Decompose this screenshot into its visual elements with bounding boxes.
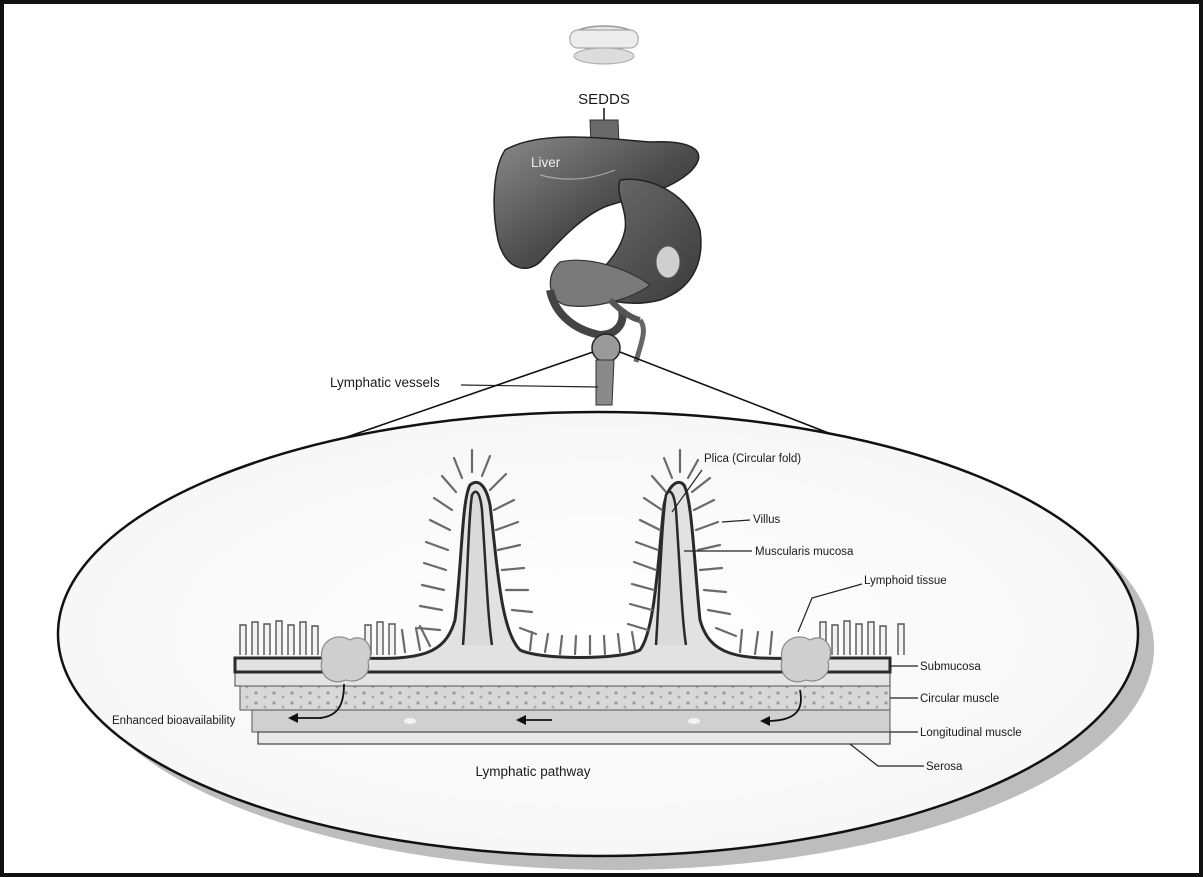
sedds-label: SEDDS — [578, 91, 630, 108]
zoom-oval — [58, 412, 1138, 856]
longitudinal-muscle-label: Longitudinal muscle — [920, 727, 1022, 739]
lymphoid-tissue-label: Lymphoid tissue — [864, 575, 947, 587]
serosa-label: Serosa — [926, 761, 963, 773]
lymphatic-vessels-leader — [461, 385, 598, 387]
muscularis-mucosa-label: Muscularis mucosa — [755, 546, 854, 558]
lymphatic-vessels-label: Lymphatic vessels — [330, 375, 440, 390]
liver-label: Liver — [531, 155, 561, 170]
circular-muscle-label: Circular muscle — [920, 693, 999, 705]
submucosa-label: Submucosa — [920, 661, 981, 673]
sedds-capsule-icon — [570, 26, 638, 64]
lymphatic-pathway-label: Lymphatic pathway — [475, 764, 590, 779]
villus-label: Villus — [753, 514, 781, 526]
plica-label: Plica (Circular fold) — [704, 453, 801, 465]
gastrointestinal-tract-illustration — [494, 120, 701, 405]
enhanced-bioavailability-label: Enhanced bioavailability — [112, 715, 236, 727]
